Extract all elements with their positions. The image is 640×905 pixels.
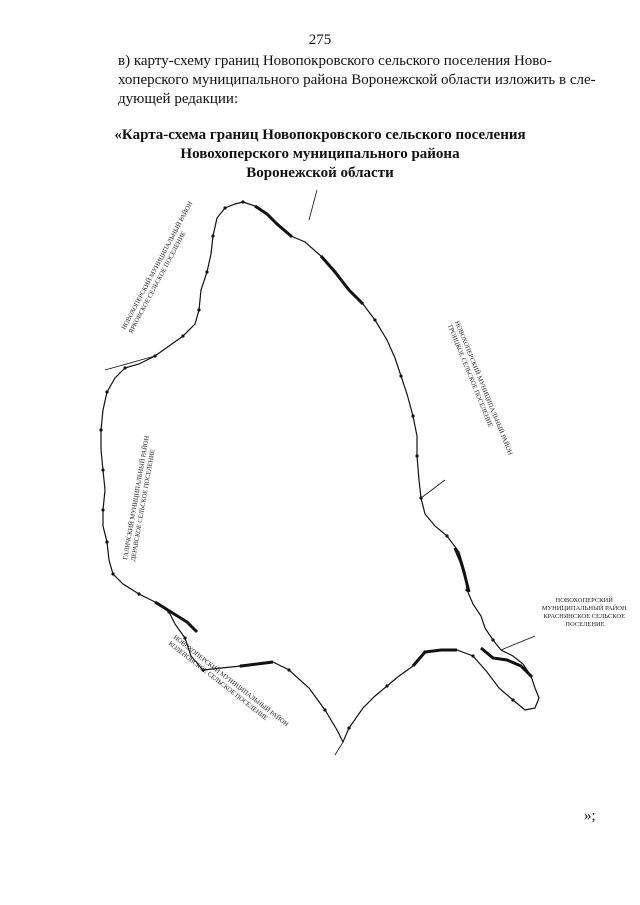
neighbor-label-bottom-right: НОВОХОПЕРСКИЙ МУНИЦИПАЛЬНЫЙ РАЙОН КРАСНЯ… bbox=[542, 596, 629, 628]
map-title: «Карта-схема границ Новопокровского сель… bbox=[0, 126, 640, 183]
boundary-line bbox=[100, 201, 540, 744]
neighbor-boundary-line bbox=[308, 189, 318, 221]
boundary-thick-segment bbox=[240, 660, 274, 668]
neighbor-label-right: НОВОХОПЕРСКИЙ МУНИЦИПАЛЬНЫЙ РАЙОН ТРОИЦК… bbox=[446, 320, 515, 461]
boundary-thick-segment bbox=[254, 204, 292, 238]
boundary-map: НОВОХОПЕРСКИЙ МУНИЦИПАЛЬНЫЙ РАЙОН ЯРКОВС… bbox=[99, 189, 629, 756]
map-title-line: Воронежской области bbox=[246, 165, 394, 181]
boundary-thick-segment bbox=[154, 600, 199, 634]
map-title-line: Новохоперского муниципального района bbox=[180, 146, 460, 162]
neighbor-label-top-left: НОВОХОПЕРСКИЙ МУНИЦИПАЛЬНЫЙ РАЙОН ЯРКОВС… bbox=[120, 199, 202, 335]
boundary-thick-segment bbox=[453, 547, 471, 593]
neighbor-boundary-line bbox=[420, 479, 446, 499]
neighbor-label-left: ГАЛИЧСКИЙ МУНИЦИПАЛЬНЫЙ РАЙОН ДЕРАВСКОЕ … bbox=[121, 434, 159, 562]
boundary-thick-segment bbox=[411, 648, 457, 667]
neighbor-boundary-line bbox=[334, 741, 344, 756]
page-number: 275 bbox=[308, 32, 332, 48]
map-title-line: «Карта-схема границ Новопокровского сель… bbox=[114, 127, 526, 143]
boundary-vertices bbox=[99, 200, 533, 730]
neighbor-boundary-line bbox=[500, 635, 536, 651]
neighbor-label-bottom-left: НОВОХОПЕРСКИЙ МУНИЦИПАЛЬНЫЙ РАЙОН КОЛЕНО… bbox=[167, 633, 292, 735]
intro-line: в) карту-схему границ Новопокровского се… bbox=[118, 53, 552, 69]
intro-line: хоперского муниципального района Воронеж… bbox=[118, 72, 596, 88]
closing-quote: »; bbox=[584, 808, 596, 824]
boundary-thick-segment bbox=[319, 255, 365, 306]
intro-paragraph: в) карту-схему границ Новопокровского се… bbox=[118, 52, 596, 109]
intro-line: дующей редакции: bbox=[118, 91, 239, 107]
boundary-thick-segment bbox=[480, 646, 533, 678]
neighbor-boundary-line bbox=[104, 355, 156, 371]
